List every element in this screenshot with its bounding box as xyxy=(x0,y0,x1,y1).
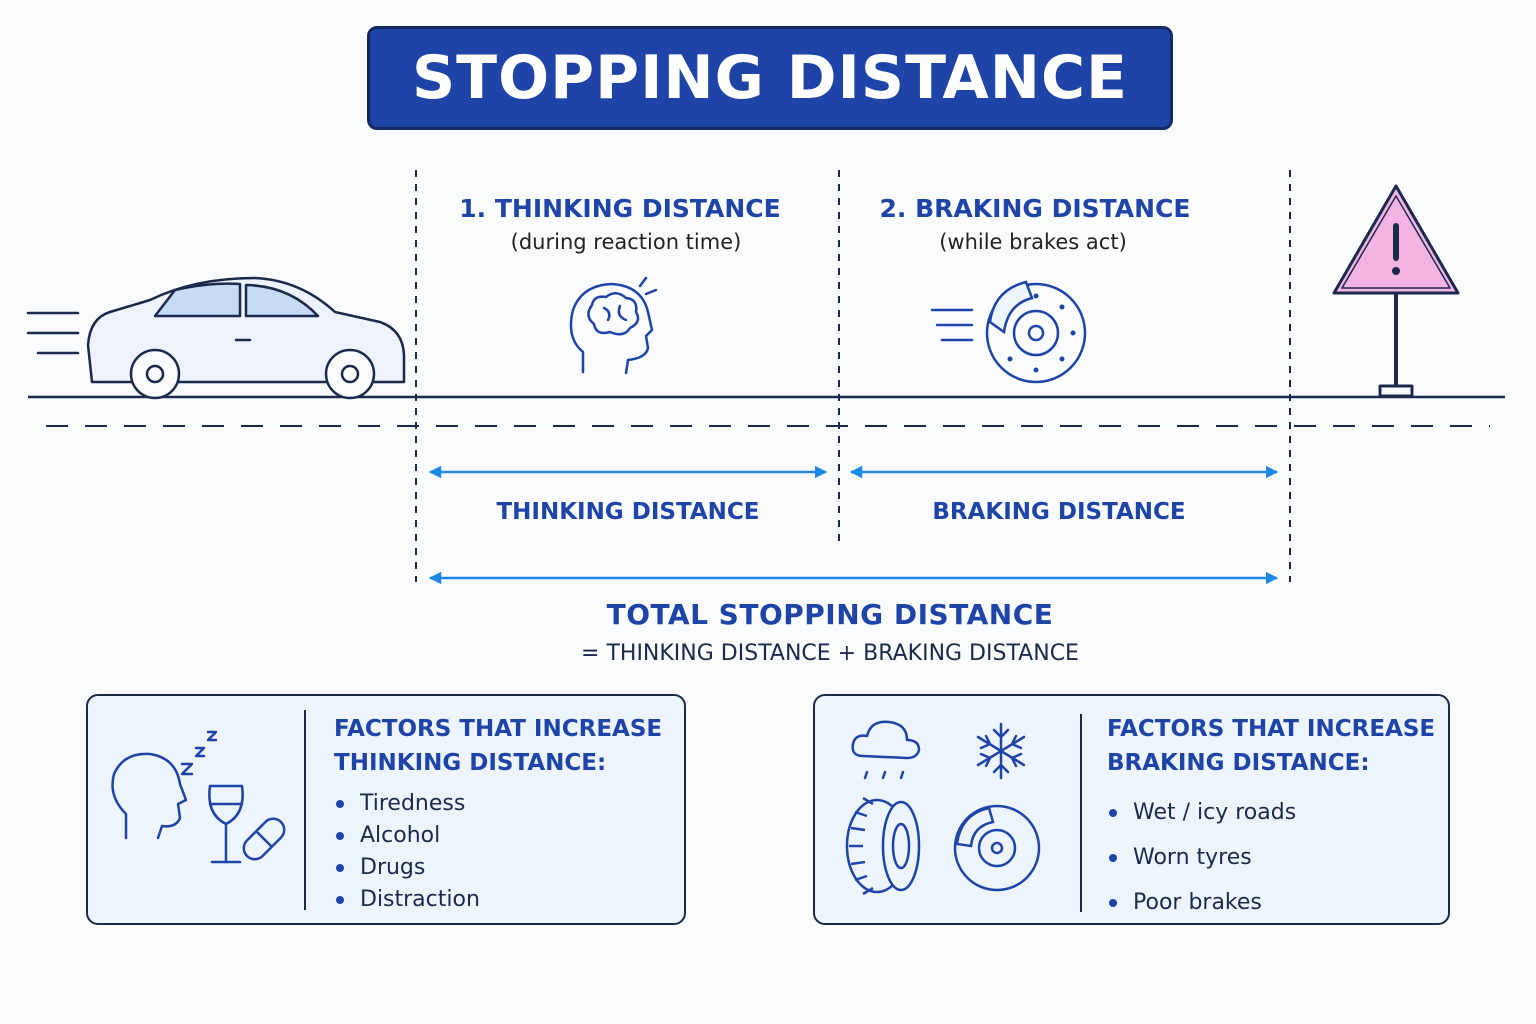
list-item: Drugs xyxy=(334,852,664,884)
snowflake-icon xyxy=(976,722,1026,780)
car-icon xyxy=(26,276,406,400)
sleepy-head-icon xyxy=(111,730,218,840)
thinking-section-title: 1. THINKING DISTANCE xyxy=(459,194,781,223)
page-title: STOPPING DISTANCE xyxy=(411,43,1129,113)
stopping-distance-formula: = THINKING DISTANCE + BRAKING DISTANCE xyxy=(581,641,1079,666)
thinking-section-subtitle: (during reaction time) xyxy=(510,230,742,254)
thinking-factors-title-line1: FACTORS THAT INCREASE xyxy=(334,716,663,742)
pill-icon xyxy=(242,817,286,861)
panel-divider xyxy=(1080,714,1082,912)
thinking-factor-icons xyxy=(111,730,286,864)
wine-glass-icon xyxy=(208,784,244,864)
brain-head-icon xyxy=(569,276,658,375)
list-item: Wet / icy roads xyxy=(1107,790,1437,835)
braking-factors-list: Wet / icy roads Worn tyres Poor brakes xyxy=(1107,790,1437,925)
brake-disc-icon xyxy=(953,804,1041,892)
braking-section-title: 2. BRAKING DISTANCE xyxy=(879,194,1191,223)
list-item: Alcohol xyxy=(334,820,664,852)
brake-disc-holes xyxy=(1007,293,1076,373)
braking-factors-panel: FACTORS THAT INCREASE BRAKING DISTANCE: … xyxy=(813,694,1450,925)
braking-factors-title-line2: BRAKING DISTANCE: xyxy=(1107,750,1370,776)
brake-disc-icon xyxy=(930,280,1087,384)
warning-sign-icon xyxy=(1332,184,1460,398)
thinking-factors-panel: FACTORS THAT INCREASE THINKING DISTANCE:… xyxy=(86,694,686,925)
total-stopping-distance-label: TOTAL STOPPING DISTANCE xyxy=(606,598,1054,631)
braking-factors-title: FACTORS THAT INCREASE BRAKING DISTANCE: xyxy=(1107,712,1447,780)
braking-factors-title-line1: FACTORS THAT INCREASE xyxy=(1107,716,1436,742)
list-item: Distraction xyxy=(334,884,664,916)
panel-divider xyxy=(304,710,306,910)
thinking-factors-list: Tiredness Alcohol Drugs Distraction xyxy=(334,788,664,916)
title-banner: STOPPING DISTANCE xyxy=(367,26,1173,130)
thinking-factors-title: FACTORS THAT INCREASE THINKING DISTANCE: xyxy=(334,712,674,780)
list-item: Tiredness xyxy=(334,788,664,820)
rain-cloud-icon xyxy=(851,720,921,780)
list-item: Poor brakes xyxy=(1107,880,1437,925)
braking-factor-icons xyxy=(845,720,1041,896)
braking-distance-label: BRAKING DISTANCE xyxy=(932,499,1186,525)
braking-section-subtitle: (while brakes act) xyxy=(939,230,1127,254)
thinking-factors-title-line2: THINKING DISTANCE: xyxy=(334,750,607,776)
list-item: Worn tyres xyxy=(1107,835,1437,880)
thinking-distance-label: THINKING DISTANCE xyxy=(496,499,760,525)
tyre-icon xyxy=(845,796,921,896)
